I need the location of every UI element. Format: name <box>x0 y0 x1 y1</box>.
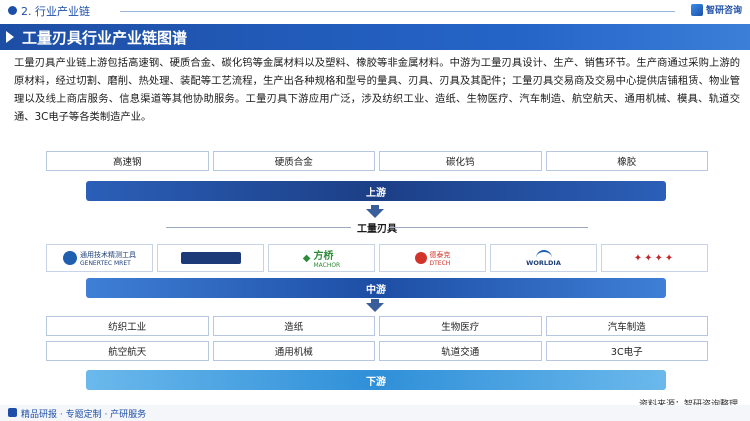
label-divider-right <box>388 227 588 228</box>
downstream-application: 造纸 <box>212 316 375 336</box>
page-title: 工量刃具行业产业链图谱 <box>22 29 188 47</box>
genertec-mark-icon <box>63 251 77 265</box>
upstream-material: 碳化钨 <box>379 151 542 171</box>
machor-mark-icon: ◆ <box>302 252 311 264</box>
header-divider <box>120 11 675 12</box>
brand-name: 智研咨询 <box>705 6 742 16</box>
company-logo-text: 通用技术精测工具 <box>80 250 136 259</box>
header: 2. 行业产业链 智研咨询 <box>0 0 750 22</box>
down-arrow-icon <box>366 205 384 218</box>
upstream-material: 橡胶 <box>545 151 708 171</box>
midstream-company-logos: 通用技术精测工具 GENERTEC MRET ◆ 方桥 MACHOR 德泰克 D… <box>46 244 708 272</box>
company-logo-subtext: GENERTEC MRET <box>80 259 131 267</box>
downstream-application: 轨道交通 <box>379 341 542 361</box>
upstream-stage-bar: 上游 <box>86 181 666 201</box>
brand-logo: 智研咨询 <box>690 3 742 16</box>
dtech-mark-icon <box>414 252 427 264</box>
midstream-stage-bar: 中游 <box>86 278 666 298</box>
downstream-apps-row-2: 航空航天 通用机械 轨道交通 3C电子 <box>46 341 708 361</box>
company-logo-graphic: ✦✦✦✦ <box>633 252 676 264</box>
footer-bar: 精品研报 · 专题定制 · 产研服务 <box>0 405 750 421</box>
company-logo-text: 德泰克 <box>429 250 451 259</box>
downstream-application: 生物医疗 <box>379 316 542 336</box>
down-arrow-icon <box>366 299 384 312</box>
brand-icon <box>690 3 703 16</box>
footer-tagline: 精品研报 · 专题定制 · 产研服务 <box>21 410 147 420</box>
midstream-product-label: 工量刃具 <box>46 219 708 235</box>
worldia-mark-icon <box>535 249 552 258</box>
company-logo-graphic <box>180 252 241 264</box>
company-logo-machor: ◆ 方桥 MACHOR <box>268 244 375 272</box>
downstream-apps-row-1: 纺织工业 造纸 生物医疗 汽车制造 <box>46 316 708 336</box>
title-arrow-icon <box>6 31 14 43</box>
description-paragraph: 工量刃具产业链上游包括高速钢、硬质合金、碳化钨等金属材料以及塑料、橡胶等非金属材… <box>14 57 740 123</box>
downstream-application: 通用机械 <box>212 341 375 361</box>
upstream-materials-row: 高速钢 硬质合金 碳化钨 橡胶 <box>46 151 708 171</box>
company-logo-6: ✦✦✦✦ <box>601 244 708 272</box>
downstream-application: 汽车制造 <box>545 316 708 336</box>
title-bar: 工量刃具行业产业链图谱 <box>0 24 750 50</box>
company-logo-worldia: WORLDIA <box>490 244 597 272</box>
downstream-application: 航空航天 <box>46 341 209 361</box>
section-heading: 2. 行业产业链 <box>21 5 90 18</box>
downstream-application: 3C电子 <box>545 341 708 361</box>
company-logo-subtext: MACHOR <box>313 262 341 269</box>
upstream-material: 高速钢 <box>46 151 209 171</box>
section-bullet-icon <box>8 6 17 15</box>
upstream-material: 硬质合金 <box>212 151 375 171</box>
company-logo-text: 方桥 <box>313 251 334 262</box>
company-logo-subtext: DTECH <box>429 259 451 267</box>
midstream-product-text: 工量刃具 <box>351 219 403 235</box>
company-logo-text: WORLDIA <box>526 258 561 267</box>
downstream-stage-bar: 下游 <box>86 370 666 390</box>
company-logo-2 <box>157 244 264 272</box>
label-divider-left <box>166 227 366 228</box>
company-logo-dtech: 德泰克 DTECH <box>379 244 486 272</box>
company-logo-genertec: 通用技术精测工具 GENERTEC MRET <box>46 244 153 272</box>
footer-brand-icon <box>8 408 17 417</box>
downstream-application: 纺织工业 <box>46 316 209 336</box>
